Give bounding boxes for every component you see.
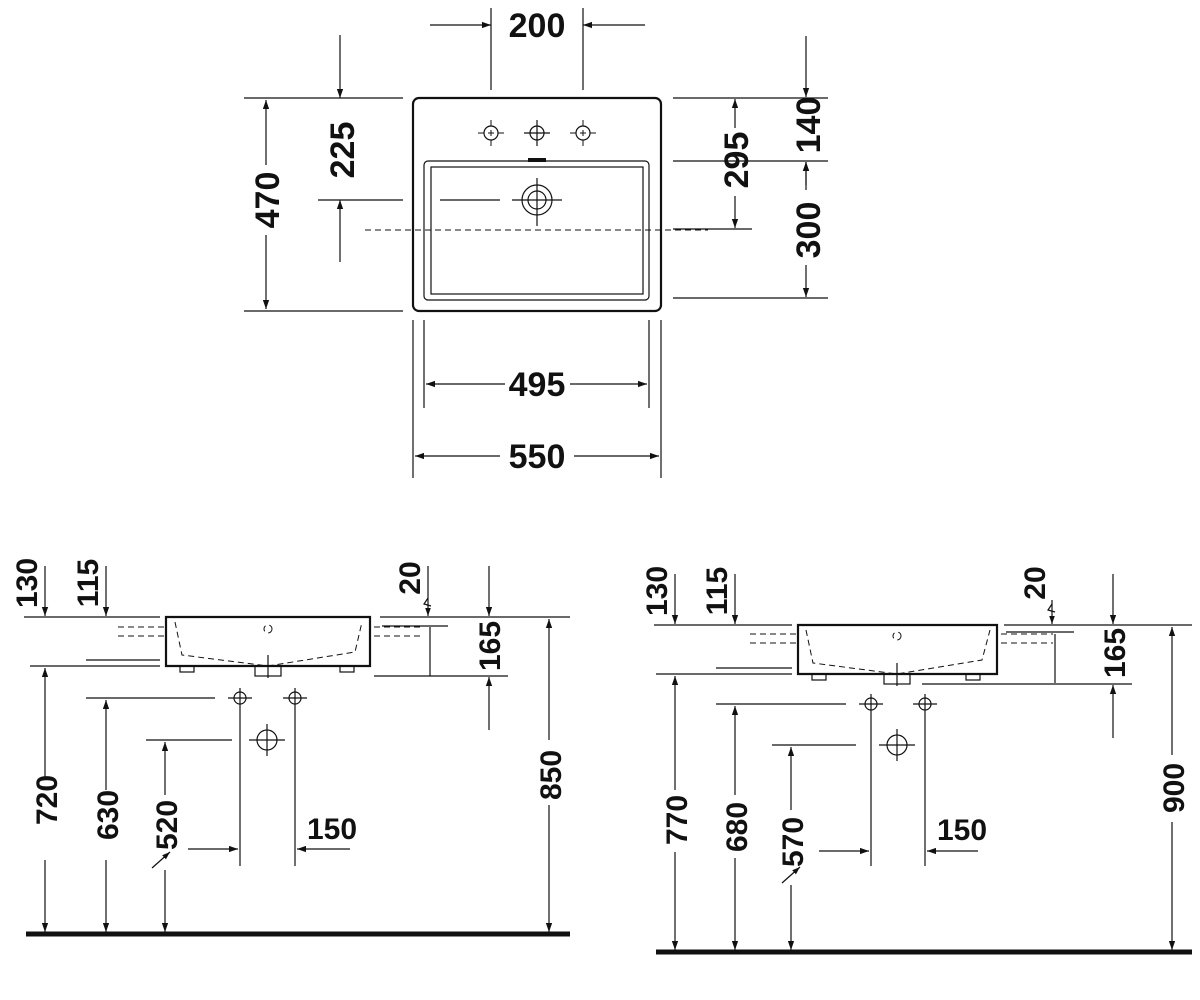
waste-outlet-icon-right: [879, 729, 915, 761]
dim-tap-spacing: 200: [509, 7, 566, 45]
dim-left-630: 630: [92, 790, 125, 840]
elevation-right: 130 115 20 165 770 680 570 150 900: [641, 566, 1192, 955]
dim-overall-width: 550: [509, 438, 566, 476]
dim-left-165: 165: [474, 621, 507, 671]
valve-right-icon: [283, 688, 307, 866]
dim-right-570: 570: [777, 817, 810, 867]
dim-tap-to-front-edge: 140: [790, 97, 828, 154]
dim-depth-total: 470: [249, 172, 287, 229]
dim-right-115: 115: [701, 567, 734, 615]
valve-right-icon-right: [913, 694, 937, 866]
dim-right-900: 900: [1158, 763, 1191, 813]
valve-left-icon-right: [859, 694, 883, 866]
tap-hole-right-icon: [570, 120, 596, 146]
dim-right-165: 165: [1099, 628, 1132, 678]
dim-bowl-width: 495: [509, 366, 566, 404]
drain-icon: [512, 178, 562, 226]
dim-left-850: 850: [535, 750, 568, 800]
basin-side-view-right: [796, 623, 999, 676]
tap-hole-left-icon: [478, 120, 504, 146]
basin-side-view: [164, 615, 372, 668]
dim-bowl-to-front: 300: [790, 202, 828, 259]
dim-right-rim-20: 20: [1019, 566, 1052, 599]
overflow-hole-icon: [263, 624, 273, 634]
basin-outline: [411, 96, 663, 313]
overflow-hole-icon-right: [892, 631, 902, 641]
dim-right-150: 150: [937, 814, 987, 847]
dim-left-115: 115: [72, 559, 105, 607]
dim-right-130: 130: [641, 566, 674, 616]
dim-left-130: 130: [11, 558, 44, 608]
dim-left-rim-20: 20: [394, 561, 427, 594]
waste-outlet-icon: [249, 724, 285, 756]
valve-left-icon: [228, 688, 252, 866]
dim-left-150: 150: [307, 813, 357, 846]
dim-left-720: 720: [31, 775, 64, 825]
elevation-left: 130 115 20 165 720 630 520 150 850: [11, 558, 570, 937]
overflow-slot: [528, 158, 546, 162]
tap-hole-center-icon: [524, 120, 550, 146]
dim-right-770: 770: [661, 795, 694, 845]
dim-right-680: 680: [721, 802, 754, 852]
plan-view: 200 470 225 295 140 300: [244, 7, 828, 478]
dim-tap-to-drain: 225: [324, 122, 362, 179]
dim-left-520: 520: [151, 800, 184, 850]
dim-tap-to-bowl-center: 295: [718, 132, 756, 189]
